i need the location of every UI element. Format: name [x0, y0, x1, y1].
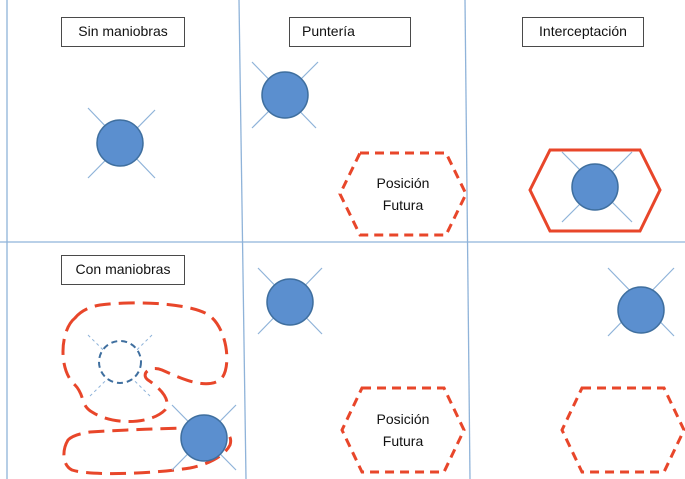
label-sin-maniobras: Sin maniobras — [61, 17, 185, 47]
target-circle-icon — [257, 267, 323, 335]
grid-vertical-1 — [238, 0, 247, 479]
future-position-hexagon-icon — [340, 386, 466, 474]
future-position-line1: Posición — [376, 175, 430, 191]
maneuver-path-icon — [61, 301, 229, 423]
target-circle-icon — [561, 151, 633, 223]
future-position-line1: Posición — [376, 411, 430, 427]
target-circle-icon — [171, 404, 237, 471]
ghost-target-icon — [87, 334, 153, 399]
interception-hexagon-icon — [528, 148, 662, 233]
future-position-text: Posición Futura — [358, 172, 448, 216]
target-circle-icon — [87, 107, 156, 179]
future-position-hexagon-icon — [338, 151, 468, 237]
future-position-line2: Futura — [382, 197, 424, 213]
target-circle-icon — [251, 61, 319, 129]
label-interceptacion: Interceptación — [522, 17, 644, 47]
maneuver-path-icon — [62, 426, 233, 476]
target-circle-icon — [607, 267, 675, 337]
grid-vertical-2 — [464, 0, 471, 479]
future-position-hexagon-icon — [560, 386, 685, 474]
future-position-text: Posición Futura — [358, 408, 448, 452]
label-con-maniobras: Con maniobras — [61, 255, 185, 285]
future-position-line2: Futura — [382, 433, 424, 449]
label-punteria: Puntería — [289, 17, 411, 47]
